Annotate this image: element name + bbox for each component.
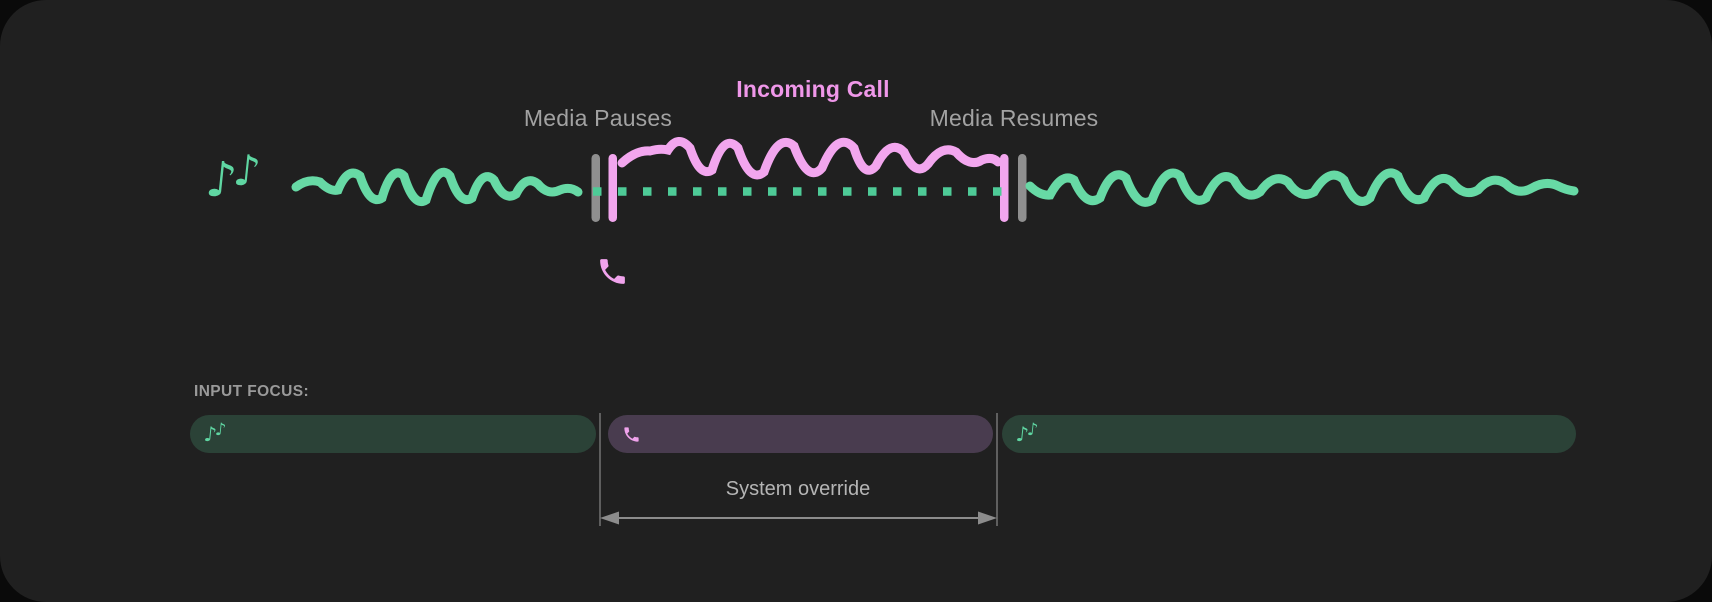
note-glyph: ♪ — [214, 420, 228, 440]
incoming-call-label: Incoming Call — [736, 76, 890, 102]
override-arrow-left-head — [600, 511, 619, 525]
system-override-span-graphic — [599, 413, 998, 526]
media-pauses-label: Media Pauses — [523, 105, 673, 131]
music-notes-icon: ♪ ♪ — [1015, 420, 1041, 446]
override-arrow-right-head — [978, 511, 997, 525]
media-resumes-label: Media Resumes — [929, 105, 1099, 131]
input-focus-label: INPUT FOCUS: — [194, 383, 310, 400]
media-resume-marker-gray — [1018, 154, 1027, 222]
focus-segment-media-after: ♪ ♪ — [1002, 415, 1576, 453]
note-glyph: ♪ — [1026, 420, 1040, 440]
music-notes-icon: ♪ ♪ — [203, 146, 265, 208]
focus-segment-media-before: ♪ ♪ — [190, 415, 596, 453]
media-waveform-before — [291, 167, 583, 206]
phone-icon — [624, 426, 639, 442]
focus-segment-call-override — [608, 415, 993, 453]
call-end-marker-pink — [1000, 154, 1009, 222]
media-waveform-after — [1025, 168, 1579, 207]
music-notes-icon: ♪ ♪ — [203, 420, 229, 446]
media-pause-marker-gray — [591, 154, 600, 222]
call-start-marker-pink — [608, 154, 617, 222]
system-override-label: System override — [725, 478, 871, 500]
phone-icon — [600, 259, 625, 284]
call-waveform — [617, 137, 1003, 180]
note-glyph: ♪ — [231, 146, 264, 195]
